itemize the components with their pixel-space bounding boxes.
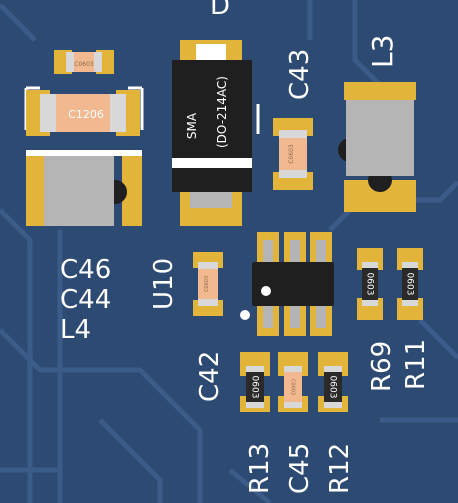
do214ac-package-label: (DO-214AC) <box>215 76 229 148</box>
designator-c42: C42 <box>195 351 225 402</box>
r13-package-label: 0603 <box>250 376 260 399</box>
inductor-l3[interactable] <box>338 82 416 212</box>
designator-r13: R13 <box>245 443 275 494</box>
resistor-r11[interactable]: 0603 <box>397 248 423 320</box>
resistor-r13[interactable]: 0603 <box>240 352 270 412</box>
capacitor-top-c0603[interactable]: C0603 <box>54 50 114 74</box>
capacitor-c45[interactable]: C0603 <box>278 352 308 412</box>
resistor-r69[interactable]: 0603 <box>357 248 383 320</box>
capacitor-c42[interactable]: C0603 <box>193 252 223 316</box>
designator-r12: R12 <box>325 443 355 494</box>
designator-l3: L3 <box>366 35 399 68</box>
r11-package-label: 0603 <box>405 273 415 296</box>
c45-package-label: C0603 <box>290 379 296 395</box>
capacitor-c43[interactable]: C0603 <box>273 118 313 190</box>
designator-c45: C45 <box>285 443 315 494</box>
designator-c44: C44 <box>60 285 111 315</box>
designator-d-partial: D <box>210 0 230 21</box>
designator-c43: C43 <box>285 49 315 100</box>
sma-package-label: SMA <box>185 112 199 139</box>
designator-c46: C46 <box>60 255 111 285</box>
designator-u10: U10 <box>149 258 179 310</box>
cap-top-package-label: C0603 <box>74 61 94 68</box>
resistor-r12[interactable]: 0603 <box>318 352 348 412</box>
c42-package-label: C0603 <box>204 276 210 292</box>
designator-l4: L4 <box>60 315 91 345</box>
silkscreen-designators: D C43 L3 C46 C44 L4 U10 C42 R69 R11 R13 … <box>60 0 431 494</box>
c43-package-label: C0603 <box>288 144 295 164</box>
designator-r11: R11 <box>401 339 431 390</box>
designator-r69: R69 <box>367 341 397 392</box>
r12-package-label: 0603 <box>328 376 338 399</box>
ic-u10[interactable] <box>240 232 334 336</box>
r69-package-label: 0603 <box>365 273 375 296</box>
c1206-package-label: C1206 <box>68 108 104 121</box>
diode-sma[interactable]: SMA (DO-214AC) <box>172 40 260 226</box>
capacitor-c1206[interactable]: C1206 <box>24 86 144 136</box>
inductor-l4[interactable] <box>26 150 142 226</box>
